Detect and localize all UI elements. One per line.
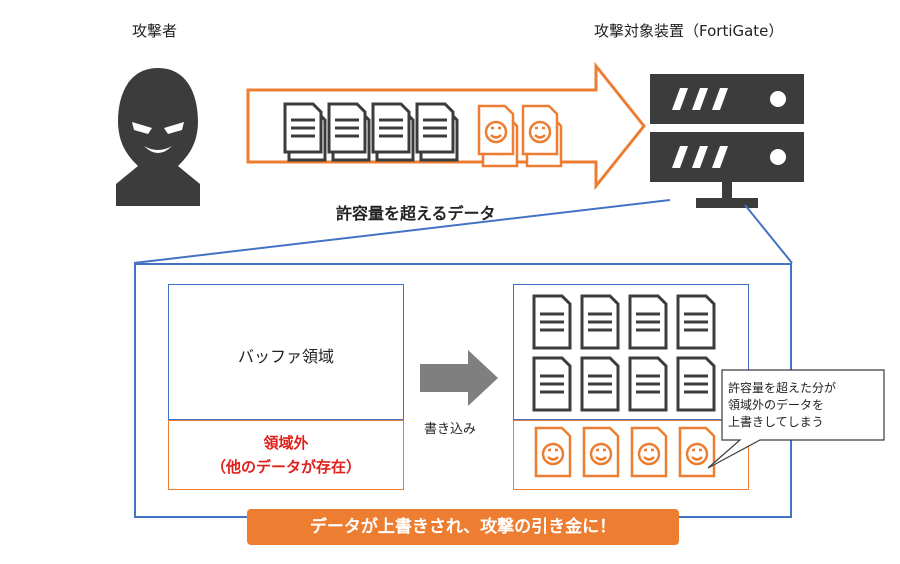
outside-area-note: （他のデータが存在） — [210, 458, 361, 476]
write-arrow-label: 書き込み — [424, 422, 477, 437]
buffer-area-overwritten — [513, 284, 749, 420]
overflow-data-documents — [283, 102, 563, 168]
outside-area-overwritten — [513, 420, 749, 490]
callout-line-1: 許容量を超えた分が — [728, 381, 837, 395]
buffer-area: バッファ領域 — [168, 284, 404, 420]
callout-line-3: 上書きしてしまう — [728, 415, 824, 429]
attack-arrow-caption: 許容量を超えるデータ — [336, 204, 496, 223]
write-arrow — [420, 350, 498, 406]
buffer-contents — [532, 294, 716, 478]
attacker-icon — [116, 68, 200, 206]
outside-area: 領域外 （他のデータが存在） — [168, 420, 404, 490]
callout-line-2: 領域外のデータを — [728, 398, 825, 412]
attacker-label: 攻撃者 — [132, 22, 178, 40]
outside-area-label: 領域外 — [263, 434, 309, 452]
buffer-area-label: バッファ領域 — [237, 347, 334, 366]
callout-text: 許容量を超えた分が 領域外のデータを 上書きしてしまう — [728, 380, 836, 431]
callout-bubble — [707, 369, 885, 469]
server-icon — [650, 74, 804, 208]
target-label: 攻撃対象装置（FortiGate） — [594, 22, 784, 40]
conclusion-banner: データが上書きされ、攻撃の引き金に！ — [247, 509, 679, 545]
